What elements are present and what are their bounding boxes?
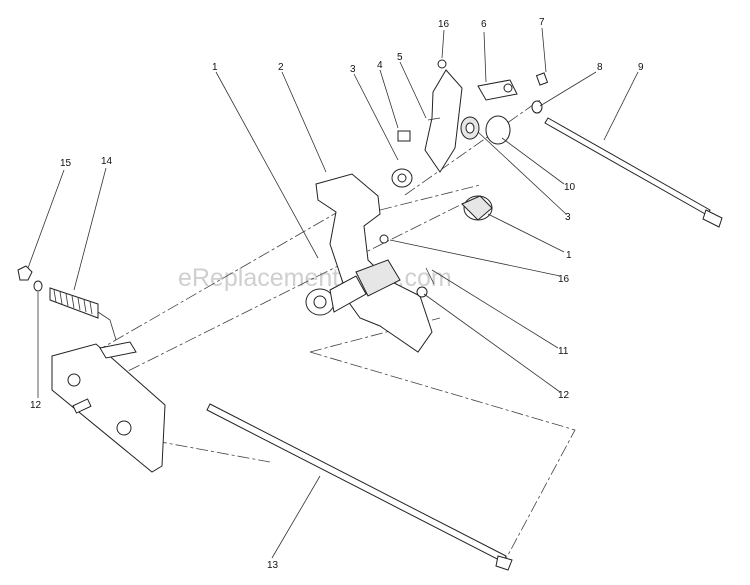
callout-8: 8 [597,62,603,73]
callout-15: 15 [60,158,72,169]
leader-lines [27,27,639,559]
part-3-washer-left [391,168,413,188]
part-4-bolt [397,130,411,142]
callout-14: 14 [101,156,113,167]
callout-7: 7 [539,17,545,28]
part-16-bracket [424,59,463,173]
part-16-lower-fitting [379,234,389,244]
part-13-link-rod [206,403,513,571]
part-9-rod [544,117,723,228]
callout-16: 16 [438,19,450,30]
part-15-nut [17,265,33,281]
callout-1: 1 [212,62,218,73]
callout-5: 5 [397,52,403,63]
callout-13: 13 [267,560,279,571]
part-6-swivel [477,79,518,101]
part-14-spring [49,287,117,341]
callout-3: 3 [350,64,356,75]
part-2-pedal-arm [315,173,433,353]
callouts: 1 2 3 4 5 16 6 7 8 9 10 3 1 16 11 12 15 … [30,17,644,571]
part-1-bushing-back [461,195,493,221]
callout-12-left: 12 [30,400,42,411]
part-12-washer-left [33,280,43,292]
part-1-bushing-front [305,275,367,316]
part-8-washer [531,100,543,114]
watermark-text: eReplacementParts.com [178,264,452,292]
callout-3-right: 3 [565,212,571,223]
callout-6: 6 [481,19,487,30]
callout-1-right: 1 [566,250,572,261]
callout-12-right: 12 [558,390,570,401]
callout-4: 4 [377,60,383,71]
callout-16-lower: 16 [558,274,570,285]
mounting-plate [51,341,166,473]
part-11-cotter [425,267,435,285]
part-3-spacer-right [460,116,480,140]
centerlines [94,99,576,571]
callout-11: 11 [558,346,569,357]
part-7-bolt [535,72,549,86]
part-10-bushing [485,115,511,145]
callout-10: 10 [564,182,576,193]
part-5-pin [427,117,441,121]
callout-2: 2 [278,62,284,73]
callout-9: 9 [638,62,644,73]
